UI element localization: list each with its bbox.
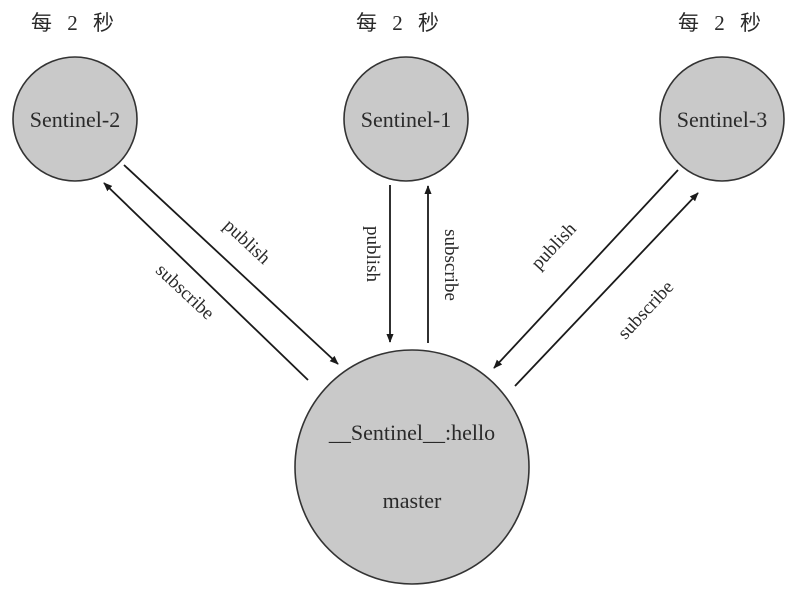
frequency-label-sentinel-1: 每 2 秒	[356, 11, 444, 35]
publish-label-sentinel-3: publish	[527, 218, 581, 274]
publish-label-sentinel-1: publish	[362, 226, 383, 282]
master-circle	[294, 349, 530, 585]
sentinel-2-node: Sentinel-2	[12, 56, 138, 182]
sentinel-3-circle	[659, 56, 785, 182]
subscribe-label-sentinel-2: subscribe	[151, 260, 218, 324]
master-node: __Sentinel__:hello master	[294, 349, 530, 585]
subscribe-label-sentinel-3: subscribe	[614, 277, 678, 344]
master-label: master	[383, 488, 442, 513]
publish-arrow-sentinel-2	[123, 164, 339, 365]
master-channel-label: __Sentinel__:hello	[328, 420, 495, 445]
sentinel-1-label: Sentinel-1	[361, 107, 451, 132]
sentinel-2-label: Sentinel-2	[30, 107, 120, 132]
sentinel-1-node: Sentinel-1	[343, 56, 469, 182]
subscribe-arrow-sentinel-3	[514, 192, 699, 387]
frequency-label-sentinel-3: 每 2 秒	[678, 11, 766, 35]
sentinel-3-node: Sentinel-3	[659, 56, 785, 182]
sentinel-3-label: Sentinel-3	[677, 107, 767, 132]
subscribe-label-sentinel-1: subscribe	[440, 229, 461, 301]
frequency-label-sentinel-2: 每 2 秒	[31, 11, 119, 35]
sentinel-2-circle	[12, 56, 138, 182]
sentinel-1-circle	[343, 56, 469, 182]
publish-arrow-sentinel-3	[493, 169, 679, 369]
subscribe-arrow-sentinel-2	[103, 182, 309, 381]
